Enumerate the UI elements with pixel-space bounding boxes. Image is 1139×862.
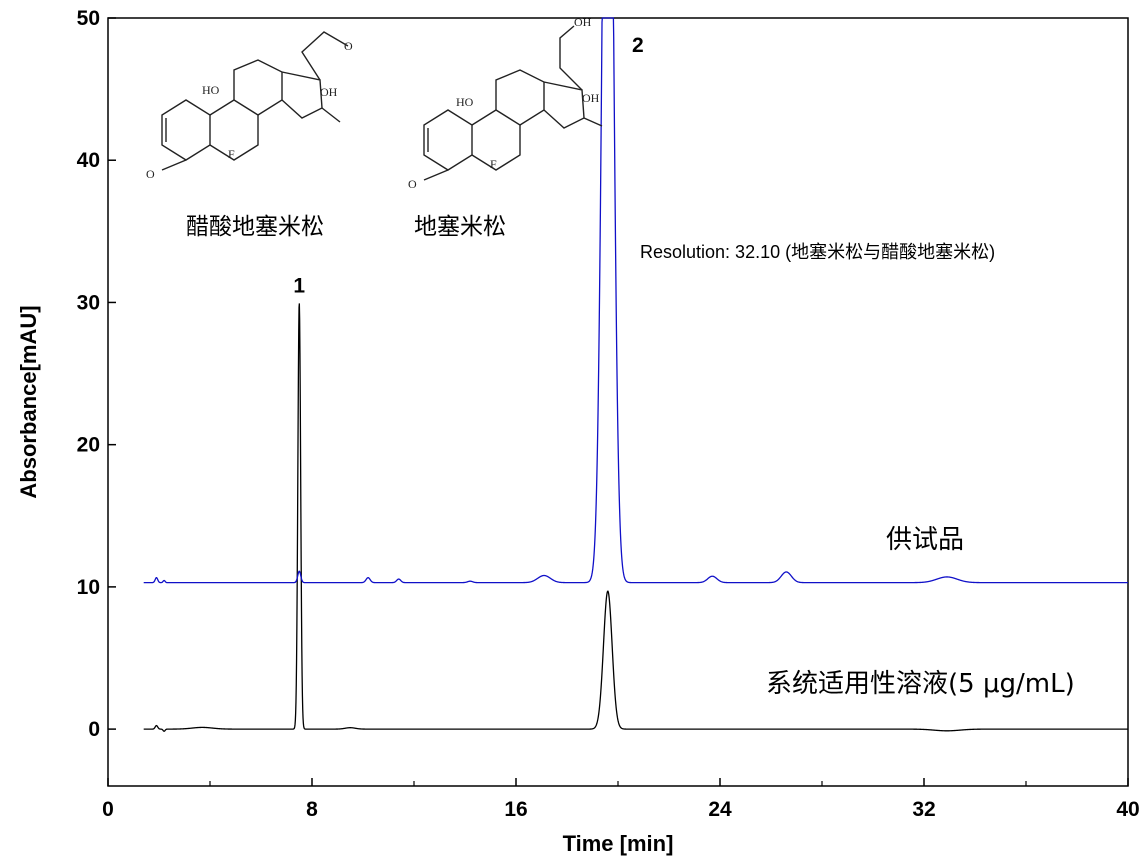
svg-text:OH: OH <box>582 91 600 105</box>
peak-labels: 12 <box>293 34 643 297</box>
trace-sample <box>143 17 1128 584</box>
series-label-sample: 供试品 <box>886 525 964 555</box>
compound-label-dexamethasone: 地塞米松 <box>414 214 506 240</box>
svg-text:F: F <box>228 147 235 161</box>
y-tick-label: 40 <box>77 149 100 172</box>
svg-text:OH: OH <box>320 85 338 99</box>
y-tick-label: 0 <box>88 718 100 741</box>
peak-label: 2 <box>632 34 644 57</box>
svg-text:F: F <box>490 157 497 171</box>
y-tick-label: 20 <box>77 434 100 457</box>
structure-dexamethasone: O HO OH OH F <box>408 15 603 191</box>
x-tick-label: 16 <box>504 798 527 821</box>
x-tick-label: 32 <box>912 798 935 821</box>
x-axis-title: Time [min] <box>563 831 674 856</box>
y-tick-label: 10 <box>77 576 100 599</box>
peak-label: 1 <box>293 274 305 297</box>
x-tick-label: 0 <box>102 798 114 821</box>
x-tick-label: 40 <box>1116 798 1139 821</box>
resolution-note: Resolution: 32.10 (地塞米松与醋酸地塞米松) <box>640 242 995 262</box>
svg-text:HO: HO <box>456 95 474 109</box>
compound-label-dexamethasone-acetate: 醋酸地塞米松 <box>186 214 324 240</box>
svg-text:O: O <box>146 167 155 181</box>
svg-text:OH: OH <box>574 15 592 29</box>
x-tick-label: 8 <box>306 798 318 821</box>
trace-system-suitability <box>143 303 1128 732</box>
y-axis-title: Absorbance[mAU] <box>16 305 41 498</box>
traces <box>143 17 1128 732</box>
y-tick-label: 50 <box>77 7 100 30</box>
structure-dexamethasone-acetate: O HO O OH F <box>146 31 353 181</box>
svg-text:HO: HO <box>202 83 220 97</box>
svg-text:O: O <box>344 39 353 53</box>
y-axis: 0 10 20 30 40 50 <box>77 7 116 741</box>
x-axis: 0 8 16 24 32 40 <box>102 778 1139 821</box>
series-label-system-suitability: 系统适用性溶液(5 μg/mL) <box>766 669 1075 699</box>
x-tick-label: 24 <box>708 798 732 821</box>
y-tick-label: 30 <box>77 291 100 314</box>
svg-text:O: O <box>408 177 417 191</box>
